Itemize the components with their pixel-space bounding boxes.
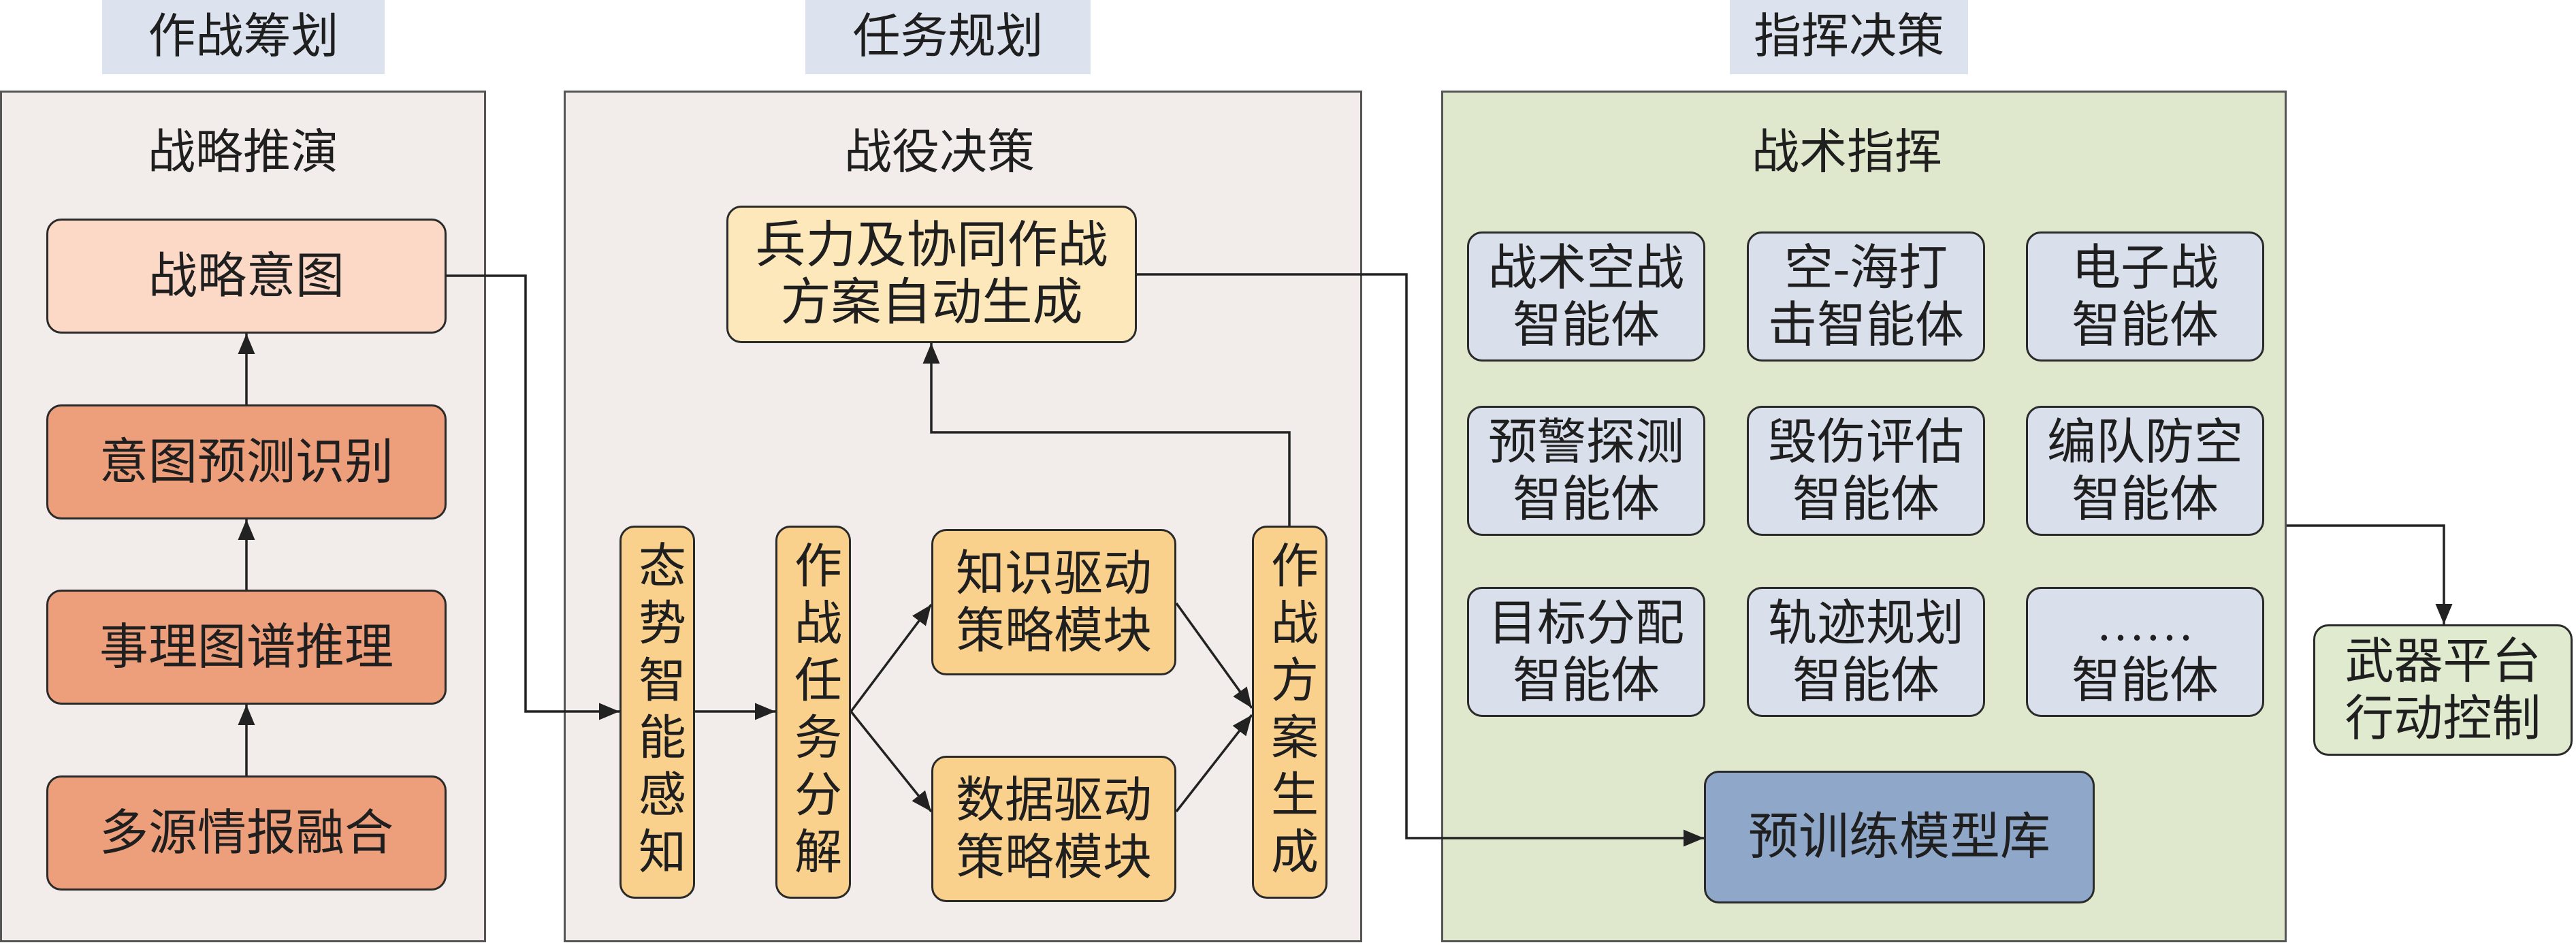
agent-line-1: 目标分配 (1487, 596, 1684, 651)
agent-line-2: 智能体 (1792, 472, 1939, 527)
arrow-decomposition-to-data-module (850, 710, 933, 813)
agent-line-1: 轨迹规划 (1767, 596, 1964, 651)
agent-line-2: 智能体 (1792, 653, 1939, 708)
agent-line-1: 电子战 (2071, 240, 2219, 295)
arrow-data-module-to-plan-generation (1175, 714, 1253, 813)
data-module-box: 数据驱动 策略模块 (931, 756, 1176, 902)
task-decomposition-label: 作战任务分解 (787, 541, 840, 884)
agent-box: 目标分配 智能体 (1467, 587, 1705, 717)
intent-prediction-box: 意图预测识别 (46, 404, 447, 519)
header-planning: 作战筹划 (102, 0, 385, 74)
strategic-intent-box: 战略意图 (46, 219, 447, 334)
agent-line-2: 智能体 (1512, 298, 1660, 353)
agent-box: …… 智能体 (2026, 587, 2264, 717)
plan-generation-label: 作战方案生成 (1263, 541, 1317, 884)
data-module-line-2: 策略模块 (955, 830, 1152, 885)
intent-prediction-label: 意图预测识别 (99, 434, 393, 490)
knowledge-module-line-2: 策略模块 (955, 603, 1152, 658)
force-plan-line-1: 兵力及协同作战 (755, 218, 1108, 274)
agent-line-1: …… (2096, 596, 2194, 651)
model-library-label: 预训练模型库 (1748, 809, 2050, 865)
data-module-line-1: 数据驱动 (955, 773, 1152, 828)
weapon-control-box: 武器平台 行动控制 (2313, 624, 2573, 756)
agent-box: 电子战 智能体 (2026, 231, 2264, 362)
agent-line-2: 智能体 (2071, 472, 2219, 527)
header-mission: 任务规划 (805, 0, 1091, 74)
intel-fusion-box: 多源情报融合 (46, 775, 447, 891)
agent-line-1: 毁伤评估 (1767, 415, 1964, 470)
tactical-panel-title: 战术指挥 (1752, 127, 1942, 179)
agent-line-1: 预警探测 (1487, 415, 1684, 470)
plan-generation-box: 作战方案生成 (1252, 526, 1327, 899)
agent-line-1: 空-海打 (1784, 240, 1948, 295)
strategic-panel-title: 战略推演 (148, 127, 338, 179)
agent-line-1: 编队防空 (2046, 415, 2243, 470)
arrow-knowledge-module-to-plan-generation (1175, 602, 1253, 709)
knowledge-module-line-1: 知识驱动 (955, 546, 1152, 601)
agent-line-2: 智能体 (1512, 653, 1660, 708)
header-command: 指挥决策 (1730, 0, 1968, 74)
agent-line-1: 战术空战 (1487, 240, 1684, 295)
event-graph-label: 事理图谱推理 (99, 620, 393, 675)
agent-line-2: 智能体 (2071, 298, 2219, 353)
agent-box: 编队防空 智能体 (2026, 406, 2264, 536)
knowledge-module-box: 知识驱动 策略模块 (931, 529, 1176, 675)
campaign-panel-title: 战役决策 (844, 127, 1035, 179)
agent-box: 轨迹规划 智能体 (1747, 587, 1985, 717)
agent-box: 空-海打 击智能体 (1747, 231, 1985, 362)
agent-line-2: 智能体 (1512, 472, 1660, 527)
arrow-plan-generation-to-force-plan (922, 343, 1291, 526)
agent-line-2: 击智能体 (1767, 298, 1964, 353)
weapon-control-line-2: 行动控制 (2345, 691, 2541, 746)
model-library-box: 预训练模型库 (1704, 771, 2095, 903)
strategic-intent-label: 战略意图 (148, 249, 344, 304)
agent-box: 战术空战 智能体 (1467, 231, 1705, 362)
arrow-force-plan-to-model-library (1137, 273, 1704, 847)
force-plan-box: 兵力及协同作战 方案自动生成 (726, 206, 1137, 343)
agent-box: 预警探测 智能体 (1467, 406, 1705, 536)
event-graph-box: 事理图谱推理 (46, 590, 447, 705)
arrow-tactical-panel-to-weapon-control (2287, 524, 2453, 624)
agent-box: 毁伤评估 智能体 (1747, 406, 1985, 536)
force-plan-line-2: 方案自动生成 (780, 275, 1083, 331)
weapon-control-line-1: 武器平台 (2345, 634, 2541, 689)
arrow-decomposition-to-knowledge-module (850, 603, 933, 713)
task-decomposition-box: 作战任务分解 (775, 526, 851, 899)
perception-label: 态势智能感知 (631, 541, 684, 884)
perception-box: 态势智能感知 (619, 526, 695, 899)
agent-line-2: 智能体 (2071, 653, 2219, 708)
intel-fusion-label: 多源情报融合 (99, 805, 393, 861)
arrow-intent-to-perception (447, 274, 619, 720)
